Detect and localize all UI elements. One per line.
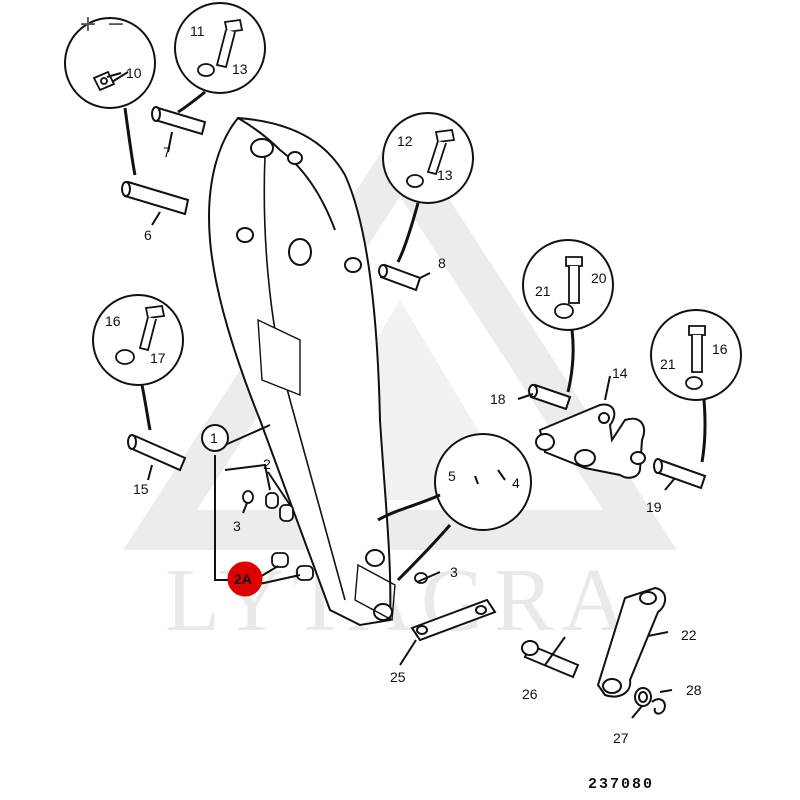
pin-19[interactable] <box>653 458 707 490</box>
detail-circle-4-5[interactable] <box>434 433 532 531</box>
label-part-26[interactable]: 26 <box>522 686 538 702</box>
link-14[interactable] <box>535 403 646 479</box>
pin-8[interactable] <box>378 263 422 292</box>
label-part-11[interactable]: 11 <box>190 23 205 39</box>
detail-circle-10[interactable] <box>64 17 156 109</box>
pin-26[interactable] <box>521 640 580 679</box>
zoom-out-button[interactable]: − <box>106 12 126 37</box>
label-part-2[interactable]: 2 <box>263 456 271 472</box>
detail-parts <box>92 18 706 390</box>
label-part-3b[interactable]: 3 <box>450 564 458 580</box>
zoom-in-button[interactable]: + <box>78 12 98 37</box>
label-part-5[interactable]: 5 <box>448 468 456 484</box>
highlight-badge-2a[interactable] <box>227 561 263 597</box>
washer-27[interactable] <box>634 687 652 707</box>
detail-circle-20-21[interactable] <box>522 239 614 331</box>
drawing-number: 237080 <box>588 776 655 793</box>
dipper-arm[interactable] <box>208 116 396 627</box>
label-part-17[interactable]: 17 <box>150 350 166 366</box>
link-22[interactable] <box>596 586 667 698</box>
label-part-14[interactable]: 14 <box>612 365 628 381</box>
label-part-2a[interactable]: 2A <box>234 571 252 587</box>
label-part-6[interactable]: 6 <box>144 227 152 243</box>
label-part-3a[interactable]: 3 <box>233 518 241 534</box>
detail-circle-12-13[interactable] <box>382 112 474 204</box>
label-part-1[interactable]: 1 <box>210 430 218 446</box>
bushings <box>242 490 428 584</box>
label-part-22[interactable]: 22 <box>681 627 697 643</box>
label-part-28[interactable]: 28 <box>686 682 702 698</box>
part-labels: 1 2 2A 3 3 4 5 6 7 8 10 11 12 13 13 14 1… <box>105 23 728 746</box>
label-part-21b[interactable]: 21 <box>660 356 676 372</box>
label-part-21a[interactable]: 21 <box>535 283 551 299</box>
label-part-16a[interactable]: 16 <box>105 313 121 329</box>
pin-7[interactable] <box>151 106 207 136</box>
label-part-4[interactable]: 4 <box>512 475 520 491</box>
detail-circle-11-13[interactable] <box>174 2 266 94</box>
label-part-25[interactable]: 25 <box>390 669 406 685</box>
pin-6[interactable] <box>121 180 190 216</box>
label-part-20[interactable]: 20 <box>591 270 607 286</box>
label-part-18[interactable]: 18 <box>490 391 506 407</box>
label-part-15[interactable]: 15 <box>133 481 149 497</box>
detail-circles <box>64 2 742 531</box>
label-part-19[interactable]: 19 <box>646 499 662 515</box>
washer-3a[interactable] <box>242 490 254 504</box>
label-part-13b[interactable]: 13 <box>437 167 453 183</box>
leader-lines <box>106 71 707 719</box>
label-part-13a[interactable]: 13 <box>232 61 248 77</box>
pins <box>121 106 707 490</box>
label-part-7[interactable]: 7 <box>163 144 171 160</box>
bushing-2a[interactable] <box>265 492 294 522</box>
part-1-badge[interactable] <box>201 424 229 452</box>
label-part-27[interactable]: 27 <box>613 730 629 746</box>
detail-circle-16-17[interactable] <box>92 294 184 386</box>
bushing-2b[interactable] <box>271 552 314 581</box>
label-part-16b[interactable]: 16 <box>712 341 728 357</box>
label-part-8[interactable]: 8 <box>438 255 446 271</box>
plate-25[interactable] <box>410 598 497 642</box>
pin-18[interactable] <box>528 383 572 411</box>
label-part-12[interactable]: 12 <box>397 133 413 149</box>
clip-28[interactable] <box>651 698 666 715</box>
label-part-10[interactable]: 10 <box>126 65 142 81</box>
pin-15[interactable] <box>127 434 187 472</box>
